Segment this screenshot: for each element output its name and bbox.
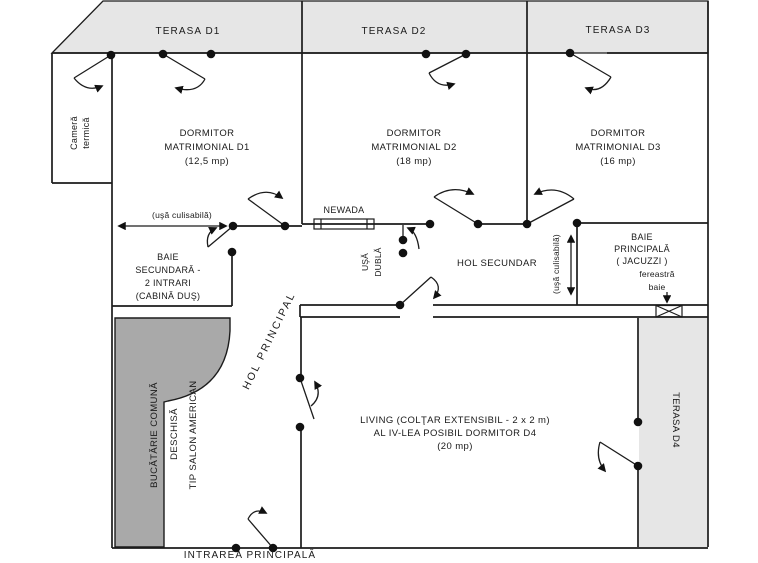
label-hol-principal: HOL PRINCIPAL <box>240 290 298 392</box>
door-terasa-d2 <box>428 53 467 85</box>
svg-text:UŞĂ: UŞĂ <box>360 253 370 271</box>
radiator-box <box>313 218 375 230</box>
door-camera-termica <box>73 54 112 88</box>
radiator-symbol <box>313 218 375 230</box>
label-baie-principala: BAIE PRINCIPALĂ ( JACUZZI ) fereastră ba… <box>614 232 674 292</box>
svg-text:(20 mp): (20 mp) <box>437 441 473 452</box>
svg-text:(18 mp): (18 mp) <box>396 156 432 167</box>
door-dots <box>106 48 643 553</box>
svg-text:BUCĂTĂRIE COMUNĂ: BUCĂTĂRIE COMUNĂ <box>149 382 160 488</box>
door-main-entrance <box>247 511 273 549</box>
window-cross <box>655 304 683 318</box>
svg-text:(12,5 mp): (12,5 mp) <box>185 156 229 167</box>
door-terasa-d4 <box>598 441 639 471</box>
bath-window-symbol <box>655 292 683 318</box>
svg-text:Cameră: Cameră <box>69 116 79 150</box>
svg-text:DORMITOR: DORMITOR <box>387 128 442 139</box>
svg-text:BAIE: BAIE <box>631 232 653 242</box>
door-hol-secundar-living <box>399 276 438 305</box>
label-dormitor-d1: DORMITOR MATRIMONIAL D1 (12,5 mp) <box>164 128 249 167</box>
door-terasa-d1 <box>162 53 206 90</box>
label-hol-secundar: HOL SECUNDAR <box>457 258 537 269</box>
label-terasa-d2: TERASA D2 <box>362 26 427 37</box>
svg-text:SECUNDARĂ -: SECUNDARĂ - <box>135 265 200 275</box>
radiator-ticks <box>320 219 368 229</box>
svg-text:BAIE: BAIE <box>157 252 179 262</box>
svg-text:MATRIMONIAL D3: MATRIMONIAL D3 <box>575 142 660 153</box>
svg-text:termică: termică <box>81 117 91 149</box>
svg-text:DESCHISĂ: DESCHISĂ <box>169 408 180 460</box>
svg-text:(CABINĂ DUŞ): (CABINĂ DUŞ) <box>136 291 201 301</box>
svg-text:MATRIMONIAL D1: MATRIMONIAL D1 <box>164 142 249 153</box>
svg-text:DORMITOR: DORMITOR <box>180 128 235 139</box>
label-dormitor-d2: DORMITOR MATRIMONIAL D2 (18 mp) <box>371 128 456 167</box>
door-living-left <box>299 378 318 420</box>
svg-text:DORMITOR: DORMITOR <box>591 128 646 139</box>
svg-text:fereastră: fereastră <box>639 269 674 279</box>
label-terasa-d3: TERASA D3 <box>586 25 651 36</box>
label-main-entrance: INTRAREA PRINCIPALĂ <box>184 548 316 561</box>
door-baie-secundara <box>206 226 234 248</box>
svg-text:AL IV-LEA POSIBIL DORMITOR D4: AL IV-LEA POSIBIL DORMITOR D4 <box>374 428 537 439</box>
door-dormitor-d2-south <box>433 190 478 225</box>
svg-text:LIVING (COLŢAR EXTENSIBIL - 2: LIVING (COLŢAR EXTENSIBIL - 2 x 2 m) <box>360 415 550 426</box>
svg-text:( JACUZZI ): ( JACUZZI ) <box>616 256 667 266</box>
label-terasa-d4: TERASA D4 <box>670 392 681 448</box>
door-terasa-d3 <box>569 52 612 90</box>
label-baie-secundara: BAIE SECUNDARĂ - 2 INTRARI (CABINĂ DUŞ) <box>135 252 200 301</box>
label-radiator-brand: NEWADA <box>324 205 365 215</box>
label-terasa-d1: TERASA D1 <box>156 26 221 37</box>
svg-text:PRINCIPALĂ: PRINCIPALĂ <box>614 244 670 254</box>
walls <box>51 1 709 549</box>
svg-text:2 INTRARI: 2 INTRARI <box>145 278 191 288</box>
label-dormitor-d3: DORMITOR MATRIMONIAL D3 (16 mp) <box>575 128 660 167</box>
label-sliding-door-1: (uşă culisabilă) <box>152 210 212 220</box>
svg-text:(16 mp): (16 mp) <box>600 156 636 167</box>
svg-text:baie: baie <box>649 282 666 292</box>
label-bucatarie: BUCĂTĂRIE COMUNĂ DESCHISĂ TIP SALON AMER… <box>149 381 199 490</box>
label-living: LIVING (COLŢAR EXTENSIBIL - 2 x 2 m) AL … <box>360 415 550 452</box>
terrace-d4-area <box>639 318 708 547</box>
label-usa-dubla: UŞĂ DUBLĂ <box>360 247 383 276</box>
svg-text:DUBLĂ: DUBLĂ <box>373 247 383 276</box>
label-sliding-door-2: (uşă culisabilă) <box>551 234 561 294</box>
window-box <box>655 304 683 318</box>
label-camera-termica: Cameră termică <box>69 116 91 150</box>
door-swings <box>73 52 639 549</box>
svg-text:MATRIMONIAL D2: MATRIMONIAL D2 <box>371 142 456 153</box>
door-dormitor-d3-south <box>526 190 575 225</box>
wall-camera-termica <box>51 53 112 184</box>
kitchen-counter-area <box>114 317 231 548</box>
door-dormitor-d1 <box>247 192 285 227</box>
svg-text:TIP SALON AMERICAN: TIP SALON AMERICAN <box>188 381 199 490</box>
